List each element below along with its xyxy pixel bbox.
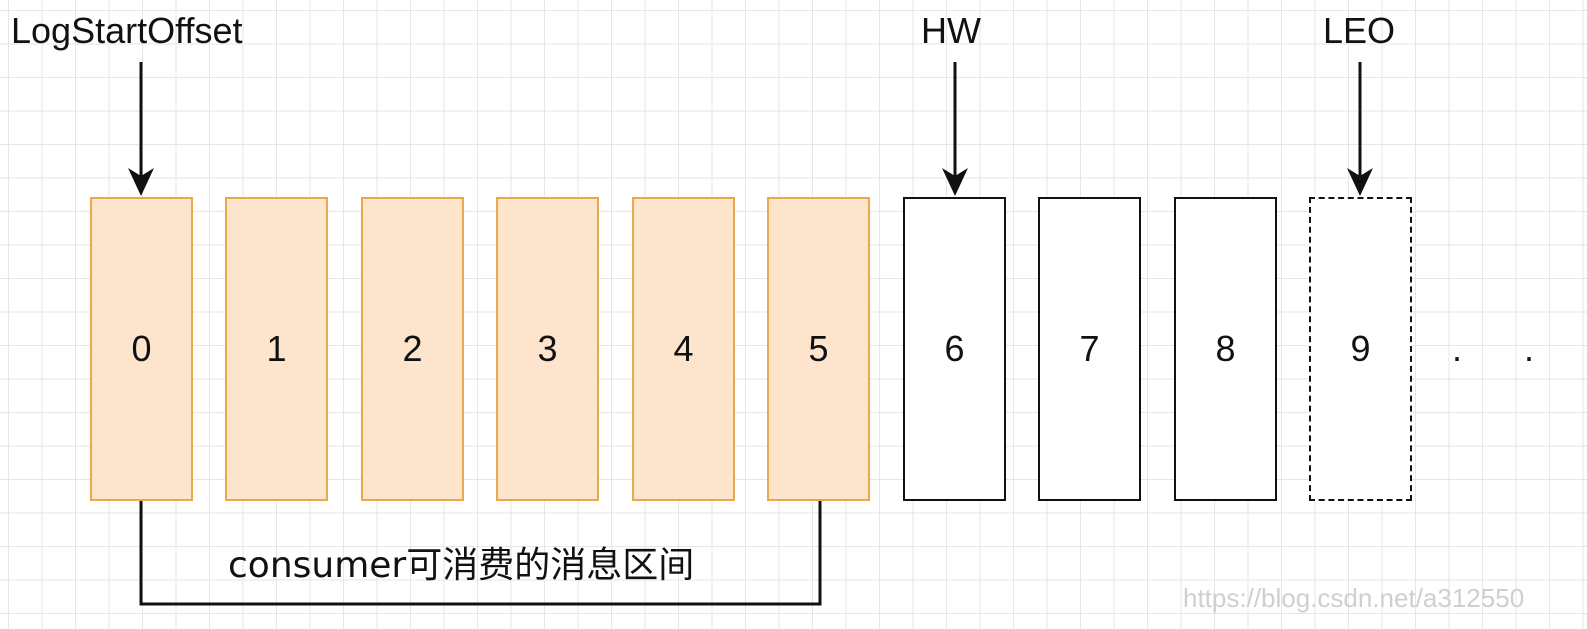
offset-box-4: 4 bbox=[632, 197, 735, 501]
offset-box-3: 3 bbox=[496, 197, 599, 501]
offset-box-9: 9 bbox=[1309, 197, 1412, 501]
log-start-offset-label: LogStartOffset bbox=[11, 10, 243, 51]
ellipsis-text: . . . bbox=[1452, 328, 1587, 369]
offset-number: 4 bbox=[673, 328, 694, 369]
offset-box-7: 7 bbox=[1038, 197, 1141, 501]
watermark-text: https://blog.csdn.net/a312550 bbox=[1183, 583, 1525, 613]
offset-number: 2 bbox=[402, 328, 423, 369]
offset-box-2: 2 bbox=[361, 197, 464, 501]
offset-number: 5 bbox=[808, 328, 829, 369]
hw-label: HW bbox=[921, 10, 981, 51]
leo-label: LEO bbox=[1323, 10, 1396, 51]
offset-number: 6 bbox=[944, 328, 965, 369]
consumable-range-bracket bbox=[139, 501, 822, 606]
offset-number: 8 bbox=[1215, 328, 1236, 369]
hw-arrow bbox=[942, 62, 968, 196]
offset-box-5: 5 bbox=[767, 197, 870, 501]
offset-number: 3 bbox=[537, 328, 558, 369]
offset-box-6: 6 bbox=[903, 197, 1006, 501]
offset-number: 7 bbox=[1079, 328, 1100, 369]
offset-box-0: 0 bbox=[90, 197, 193, 501]
offset-box-8: 8 bbox=[1174, 197, 1277, 501]
leo-arrow bbox=[1347, 62, 1373, 196]
consumable-range-label: consumer可消费的消息区间 bbox=[228, 545, 695, 586]
offset-number: 9 bbox=[1350, 328, 1371, 369]
offset-box-1: 1 bbox=[225, 197, 328, 501]
log-start-offset-arrow bbox=[128, 62, 154, 196]
offset-number: 1 bbox=[266, 328, 287, 369]
offset-number: 0 bbox=[131, 328, 152, 369]
